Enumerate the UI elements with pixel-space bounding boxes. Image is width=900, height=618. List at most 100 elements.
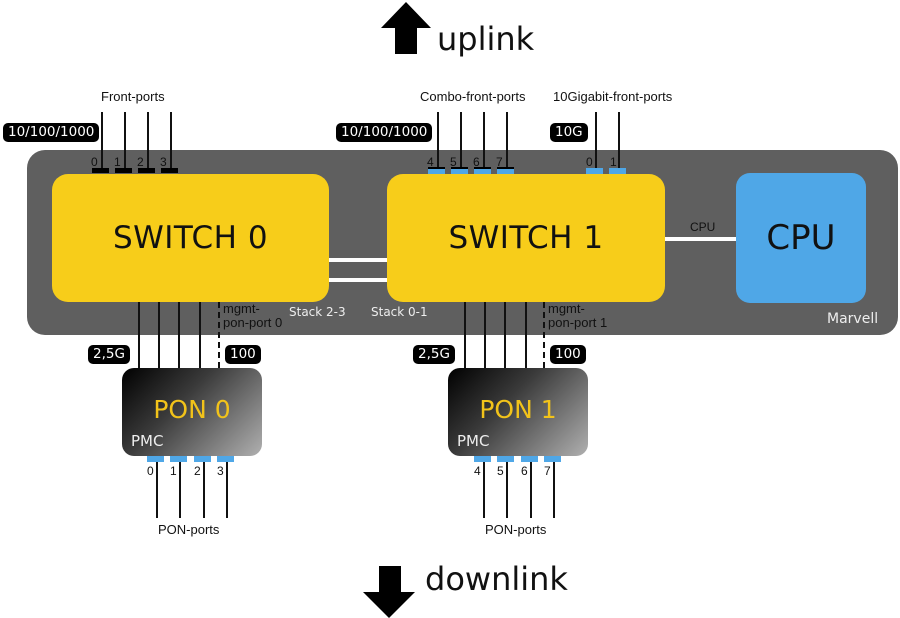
- switch-0-title: SWITCH 0: [112, 220, 269, 256]
- pon-port-connector: [544, 456, 561, 462]
- pon-1-title: PON 1: [479, 395, 557, 424]
- port-number: 1: [114, 155, 121, 169]
- pon-uplink-wire: [464, 302, 466, 368]
- pon-uplink-wire: [504, 302, 506, 368]
- pon-uplink-wire: [178, 302, 180, 368]
- port-number: 4: [474, 464, 481, 478]
- mgmt-label-line2: pon-port 0: [223, 315, 283, 330]
- front-port-wire: [147, 112, 149, 169]
- cpu-link-label: CPU: [690, 220, 716, 234]
- marvell-label: Marvell: [827, 311, 879, 327]
- port-number: 7: [544, 464, 551, 478]
- mgmt-label-line1: mgmt-: [223, 301, 260, 316]
- port-number: 5: [497, 464, 504, 478]
- pon-0-title: PON 0: [153, 395, 231, 424]
- port-number: 2: [137, 155, 144, 169]
- stack-link: [329, 278, 387, 282]
- uplink-arrow-icon: [381, 2, 431, 54]
- combo-port-wire: [460, 112, 462, 169]
- speed-badge-pon1-uplink: 2,5G: [413, 345, 455, 364]
- tengig-port-wire: [595, 112, 597, 169]
- combo-port-connector: [474, 167, 491, 174]
- pon-uplink-wire: [484, 302, 486, 368]
- combo-port-wire: [483, 112, 485, 169]
- switch-1: SWITCH 1: [387, 174, 665, 302]
- port-number: 3: [160, 155, 167, 169]
- stack-link: [329, 258, 387, 262]
- combo-port-connector: [428, 167, 445, 174]
- pon-0-chip: [122, 368, 262, 456]
- speed-badge-pon0-mgmt: 100: [225, 345, 261, 364]
- front-port-wire: [170, 112, 172, 169]
- cpu-title: CPU: [766, 218, 836, 258]
- cpu-block: CPU: [736, 173, 866, 303]
- port-number: 3: [217, 464, 224, 478]
- switch-0: SWITCH 0: [52, 174, 329, 302]
- pon-0-pmc-label: PMC: [131, 432, 164, 450]
- speed-badge-pon1-mgmt: 100: [550, 345, 586, 364]
- pon-port-connector: [170, 456, 187, 462]
- downlink-arrow-icon: [363, 566, 415, 618]
- pon-port-wire: [179, 462, 181, 518]
- combo-port-connector: [497, 167, 514, 174]
- pon-port-wire: [483, 462, 485, 518]
- front-port-wire: [124, 112, 126, 169]
- pon-1-chip: [448, 368, 588, 456]
- front-ports-label: Front-ports: [101, 89, 165, 104]
- port-number: 1: [610, 155, 617, 169]
- front-port-wire: [101, 112, 103, 169]
- port-number: 1: [170, 464, 177, 478]
- port-number: 6: [521, 464, 528, 478]
- pon-uplink-wire: [199, 302, 201, 368]
- pon-port-connector: [194, 456, 211, 462]
- speed-badge-switch1-10g: 10G: [550, 123, 588, 142]
- stack-0-1-label: Stack 0-1: [371, 305, 428, 319]
- port-number: 2: [194, 464, 201, 478]
- front-port-connector: [115, 168, 132, 173]
- pon-port-connector: [521, 456, 538, 462]
- port-number: 6: [473, 155, 480, 169]
- pon-uplink-wire: [158, 302, 160, 368]
- port-number: 5: [450, 155, 457, 169]
- pon-port-connector: [474, 456, 491, 462]
- combo-port-connector: [451, 167, 468, 174]
- cpu-link: [665, 237, 736, 241]
- speed-badge-switch1-combo: 10/100/1000: [336, 123, 433, 142]
- mgmt-wire: [218, 302, 220, 368]
- mgmt-label-line2: pon-port 1: [548, 315, 608, 330]
- speed-badge-switch0-front: 10/100/1000: [3, 123, 100, 142]
- tengig-port-wire: [618, 112, 620, 169]
- port-number: 0: [91, 155, 98, 169]
- pon-uplink-wire: [525, 302, 527, 368]
- pon-port-wire: [553, 462, 555, 518]
- front-port-connector: [161, 168, 178, 173]
- speed-badge-pon0-uplink: 2,5G: [88, 345, 130, 364]
- combo-front-ports-label: Combo-front-ports: [420, 89, 526, 104]
- port-number: 0: [586, 155, 593, 169]
- downlink-label: downlink: [425, 560, 568, 598]
- tengig-port-connector: [586, 168, 603, 174]
- port-number: 4: [427, 155, 434, 169]
- front-port-connector: [138, 168, 155, 173]
- combo-port-wire: [506, 112, 508, 169]
- port-number: 0: [147, 464, 154, 478]
- port-number: 7: [496, 155, 503, 169]
- pon-port-wire: [506, 462, 508, 518]
- pon-port-connector: [497, 456, 514, 462]
- switch-1-title: SWITCH 1: [448, 220, 604, 256]
- tengig-port-connector: [609, 168, 626, 174]
- pon-port-wire: [156, 462, 158, 518]
- mgmt-label-1: mgmt- pon-port 1: [548, 302, 607, 330]
- uplink-label: uplink: [437, 20, 535, 58]
- pon-uplink-wire: [138, 302, 140, 368]
- pon-ports-label-1: PON-ports: [485, 522, 547, 537]
- mgmt-wire: [543, 302, 545, 368]
- front-port-connector: [92, 168, 109, 173]
- pon-port-wire: [530, 462, 532, 518]
- pon-port-connector: [147, 456, 164, 462]
- tengig-front-ports-label: 10Gigabit-front-ports: [553, 89, 673, 104]
- stack-2-3-label: Stack 2-3: [289, 305, 346, 319]
- mgmt-label-line1: mgmt-: [548, 301, 585, 316]
- pon-1-pmc-label: PMC: [457, 432, 490, 450]
- combo-port-wire: [437, 112, 439, 169]
